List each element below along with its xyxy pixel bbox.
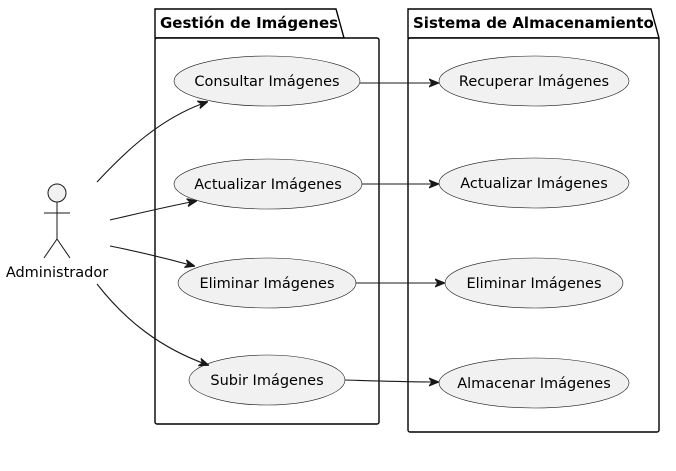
use-case-eliminar-imagenes: Eliminar Imágenes [177,257,357,309]
package-gestion-imagenes: Gestión de Imágenes [154,8,380,425]
use-case-label: Eliminar Imágenes [199,276,334,292]
use-case-actualizar-imagenes-storage: Actualizar Imágenes [438,157,630,209]
package-body [407,37,660,433]
edge-actor-subir [96,283,208,365]
use-case-label: Actualizar Imágenes [194,177,342,193]
use-case-subir-imagenes: Subir Imágenes [188,354,346,406]
use-case-label: Eliminar Imágenes [466,276,601,292]
package-title: Sistema de Almacenamiento [413,14,654,32]
edge-actor-eliminar [109,245,194,266]
actor-administrador: Administrador [6,183,108,281]
stick-figure-actor-icon [43,183,71,259]
use-case-label: Recuperar Imágenes [459,74,609,90]
edge-actor-actualizar [109,201,196,221]
use-case-recuperar-imagenes: Recuperar Imágenes [438,55,630,107]
use-case-eliminar-imagenes-storage: Eliminar Imágenes [444,257,624,309]
edge-subir-almacenar [344,380,438,382]
use-case-almacenar-imagenes: Almacenar Imágenes [438,357,630,409]
use-case-label: Actualizar Imágenes [460,176,608,192]
use-case-consultar-imagenes: Consultar Imágenes [173,55,361,107]
use-case-label: Subir Imágenes [210,373,323,389]
use-case-actualizar-imagenes: Actualizar Imágenes [173,158,363,210]
edge-actor-consultar [96,102,207,183]
package-title: Gestión de Imágenes [160,14,338,32]
use-case-label: Consultar Imágenes [194,74,339,90]
package-body [154,37,380,425]
package-sistema-almacenamiento: Sistema de Almacenamiento [407,8,660,433]
use-case-label: Almacenar Imágenes [457,376,611,392]
actor-label: Administrador [6,265,108,281]
